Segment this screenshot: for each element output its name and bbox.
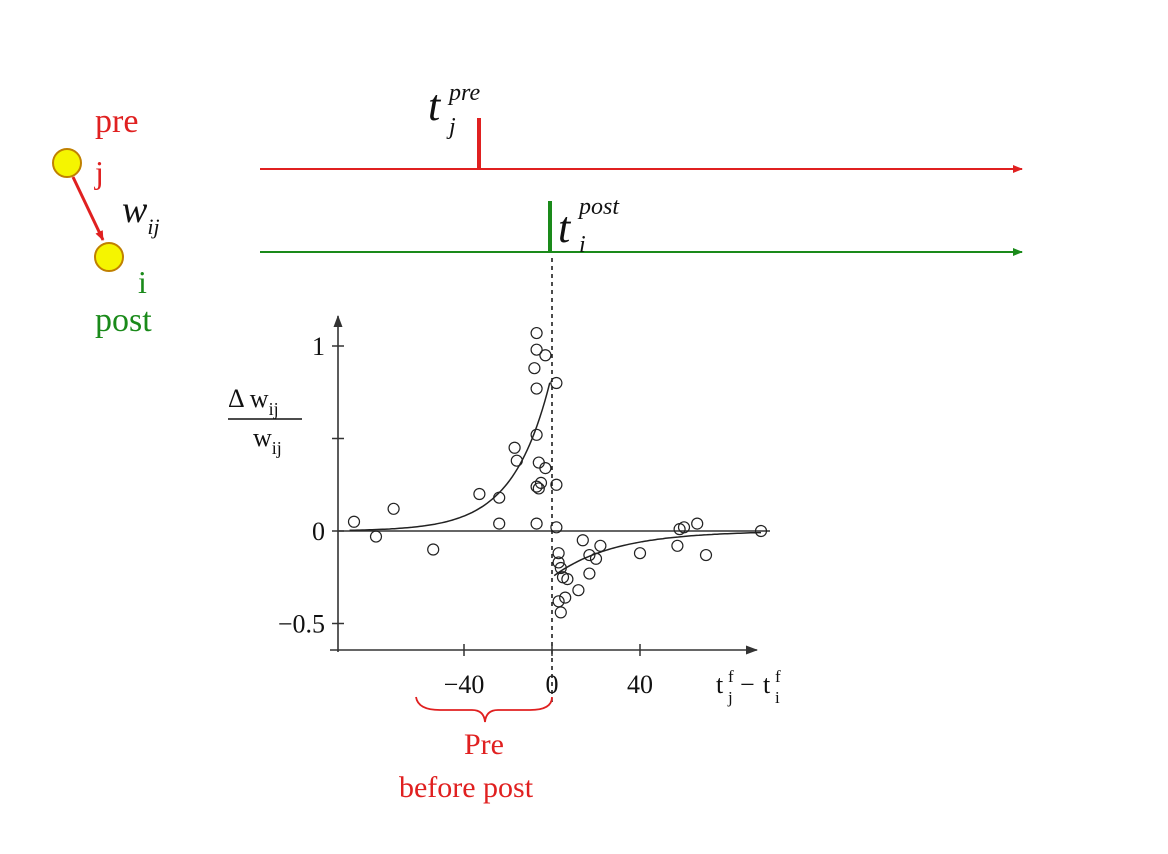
neuron-diagram: pre j wij i post	[52, 103, 160, 339]
y-label-numerator: Δ w	[228, 384, 269, 413]
data-point	[347, 515, 361, 528]
data-point	[530, 517, 543, 530]
data-point	[530, 480, 543, 493]
synapse-arrow	[71, 176, 105, 241]
data-point	[530, 428, 543, 441]
svg-text:wij: wij	[253, 423, 282, 458]
data-point	[530, 326, 543, 340]
data-point	[554, 561, 567, 575]
data-point	[754, 524, 768, 538]
data-point	[530, 343, 543, 356]
data-point	[552, 556, 565, 569]
y-label-denominator: w	[253, 423, 272, 452]
y-axis-label: Δ wij wij	[228, 384, 302, 458]
data-point	[552, 595, 565, 608]
data-point	[691, 517, 704, 530]
post-label: post	[95, 302, 152, 339]
weight-subscript: ij	[147, 214, 159, 239]
data-point	[550, 376, 563, 390]
curly-brace	[415, 696, 553, 723]
weight-label: wij	[122, 189, 160, 239]
post-time-superscript: post	[577, 194, 620, 220]
data-point	[554, 606, 567, 619]
svg-text:Δ wij: Δ wij	[228, 384, 279, 419]
y-label-numerator-sub: ij	[269, 399, 279, 419]
x-label-a-sup: f	[728, 667, 734, 686]
data-point	[576, 534, 589, 547]
data-point	[550, 478, 563, 491]
pre-time-symbol: t	[428, 81, 442, 130]
x-label-b-sup: f	[775, 667, 781, 686]
data-point	[508, 441, 521, 454]
pre-neuron	[52, 148, 82, 178]
data-point	[583, 548, 596, 562]
data-point	[493, 491, 506, 504]
data-point	[534, 476, 548, 489]
data-point	[589, 552, 603, 565]
x-label-minus: −	[740, 670, 755, 699]
x-label-b: t	[763, 670, 771, 699]
x-label-a-sub: j	[727, 688, 733, 707]
data-point	[677, 521, 691, 534]
pre-time-superscript: pre	[447, 80, 480, 106]
fit-curve-pre-before-post	[349, 382, 551, 532]
fit-curve-post-before-pre	[553, 531, 761, 577]
data-point	[594, 539, 607, 552]
pre-index-label: j	[94, 154, 104, 190]
x-label-a: t	[716, 670, 724, 699]
data-point	[671, 539, 684, 552]
x-tick-label: −40	[444, 670, 485, 699]
data-point	[633, 547, 647, 560]
weight-symbol: w	[122, 189, 148, 231]
data-point	[510, 454, 523, 467]
data-points	[347, 326, 768, 619]
data-point	[387, 502, 400, 515]
pre-before-post-annotation: Pre before post	[399, 696, 553, 804]
post-time-symbol: t	[558, 203, 572, 252]
data-point	[473, 487, 486, 501]
pre-time-subscript: j	[446, 114, 456, 140]
data-point	[528, 362, 541, 375]
data-point	[369, 530, 383, 543]
x-ticks: −40 0 40	[444, 644, 653, 699]
fit-curves	[349, 382, 761, 577]
pre-label: pre	[95, 103, 138, 140]
post-index-label: i	[138, 264, 147, 300]
data-point	[530, 382, 543, 395]
y-tick-label: 1	[312, 332, 325, 361]
data-point	[550, 521, 563, 534]
x-label-b-sub: i	[775, 688, 780, 707]
data-point	[532, 456, 545, 469]
y-tick-label: 0	[312, 517, 325, 546]
data-point	[493, 517, 506, 530]
y-ticks: 1 0 −0.5	[278, 332, 344, 639]
data-point	[539, 462, 552, 475]
data-point	[699, 548, 713, 562]
data-point	[552, 547, 565, 560]
y-tick-label: −0.5	[278, 610, 325, 639]
data-point	[539, 349, 552, 362]
x-tick-label: 0	[546, 670, 559, 699]
annotation-line-1: Pre	[464, 728, 504, 761]
x-tick-label: 40	[627, 670, 653, 699]
svg-text:tfj−tfi: tfj−tfi	[716, 667, 781, 707]
data-point	[532, 482, 545, 495]
y-label-denominator-sub: ij	[272, 438, 282, 458]
data-point	[561, 572, 574, 586]
data-point	[583, 567, 596, 580]
post-neuron	[94, 242, 124, 272]
data-point	[572, 584, 585, 597]
data-point	[427, 543, 440, 556]
annotation-line-2: before post	[399, 771, 534, 804]
data-point	[559, 591, 572, 604]
post-time-subscript: i	[579, 232, 586, 258]
